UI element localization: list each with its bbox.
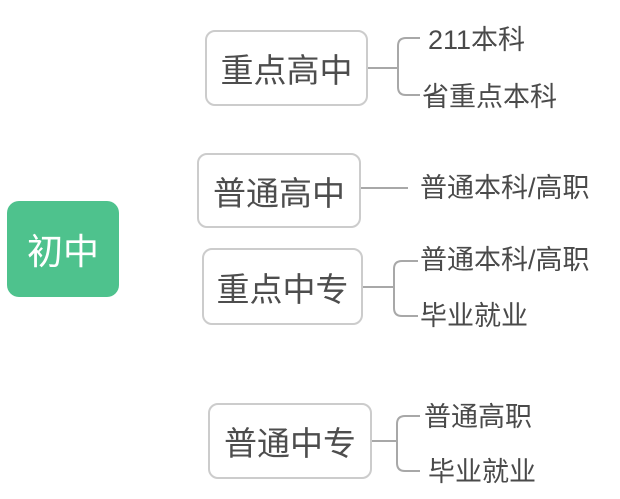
branch-4-bracket-line (396, 415, 420, 472)
leaf-node-regular-university-or-college[interactable]: 普通本科/高职 (420, 173, 590, 203)
branch-node-label: 普通高中 (213, 174, 345, 212)
leaf-node-provincial-key-university[interactable]: 省重点本科 (422, 82, 557, 112)
root-node-label: 初中 (26, 231, 99, 272)
branch-node-key-secondary-vocational[interactable]: 重点中专 (202, 248, 363, 325)
leaf-node-graduate-employment[interactable]: 毕业就业 (428, 457, 536, 487)
branch-node-regular-secondary-vocational[interactable]: 普通中专 (208, 403, 372, 479)
root-node-junior-high[interactable]: 初中 (7, 201, 119, 297)
branch-1-bracket-line (397, 37, 420, 96)
branch-node-regular-high-school[interactable]: 普通高中 (197, 153, 361, 228)
branch-node-key-high-school[interactable]: 重点高中 (205, 30, 368, 106)
leaf-node-graduate-employment[interactable]: 毕业就业 (420, 301, 528, 331)
leaf-node-regular-university-or-college[interactable]: 普通本科/高职 (420, 245, 590, 275)
branch-3-bracket-line (393, 260, 418, 317)
branch-node-label: 普通中专 (224, 425, 356, 462)
branch-node-label: 重点中专 (216, 270, 349, 308)
leaf-node-regular-vocational-college[interactable]: 普通高职 (424, 402, 532, 432)
branch-node-label: 重点高中 (220, 52, 353, 89)
leaf-node-211-university[interactable]: 211本科 (428, 25, 526, 55)
